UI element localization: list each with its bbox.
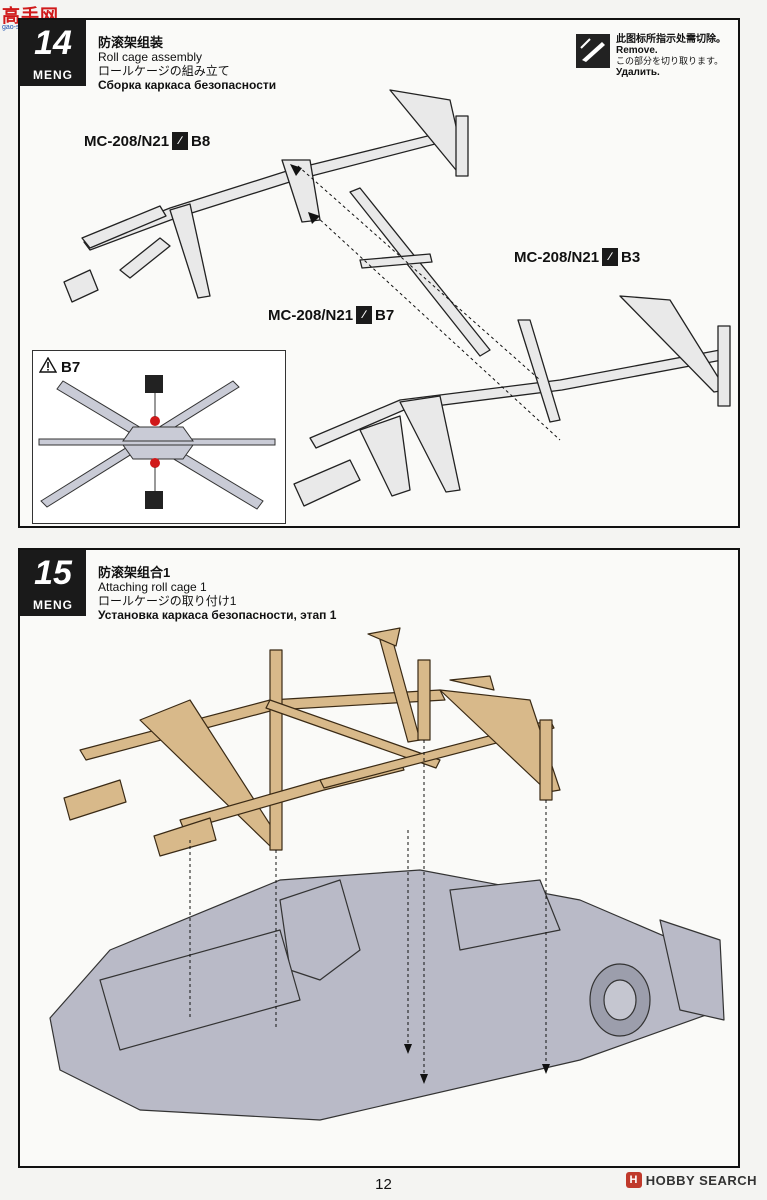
part-label-b8: MC-208/N21 ∕ B8	[84, 132, 211, 150]
b7-inset: B7	[32, 350, 286, 524]
roll-cage-attach-drawing	[49, 627, 725, 1121]
step-15-titles: 防滚架组合1 Attaching roll cage 1 ロールケージの取り付け…	[98, 565, 337, 623]
knife-icon: ∕	[602, 248, 619, 266]
part-label-b7: MC-208/N21 ∕ B7	[268, 306, 395, 324]
b7-part-detail	[38, 375, 276, 510]
roll-cage-assembly-drawing	[63, 89, 731, 507]
inset-title: B7	[38, 356, 80, 377]
step-15-panel: 15 MENG 防滚架组合1 Attaching roll cage 1 ロール…	[18, 548, 740, 1168]
knife-cut-icon	[576, 34, 610, 68]
step-14-panel: 14 MENG 防滚架组装 Roll cage assembly ロールケージの…	[18, 18, 740, 528]
part-label-b3: MC-208/N21 ∕ B3	[514, 248, 641, 266]
step-15-badge: 15 MENG	[20, 550, 86, 616]
step-14-titles: 防滚架组装 Roll cage assembly ロールケージの組み立て Сбо…	[98, 35, 277, 93]
step-14-badge: 14 MENG	[20, 20, 86, 86]
knife-icon: ∕	[172, 132, 189, 150]
warning-triangle-icon	[38, 356, 58, 377]
page-number: 12	[375, 1176, 392, 1193]
hobby-search-logo-icon: H	[625, 1172, 642, 1188]
knife-icon: ∕	[356, 306, 373, 324]
remove-note: 此图标所指示处需切除。 Remove. この部分を切り取ります。 Удалить…	[576, 34, 726, 78]
hobby-search-watermark: H HOBBY SEARCH	[625, 1172, 757, 1188]
